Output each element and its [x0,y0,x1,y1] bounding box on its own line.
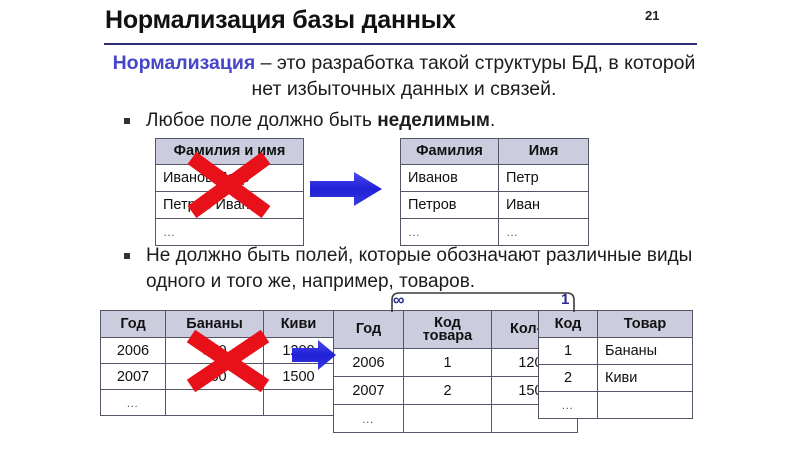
cell-firstname-ellipsis: … [498,218,589,246]
table-goods: Код Товар 1 Бананы 2 Киви … [538,310,693,419]
bullet-marker-2 [124,253,130,259]
cell-goods-code-1: 1 [538,337,598,365]
cell-sales-code-1: 1 [403,348,492,377]
table-row: Петров Иван [400,191,589,219]
relation-one-label: 1 [561,291,570,308]
cell-goods-name-1: Бананы [597,337,693,365]
cell-surname-2: Петров [400,191,499,219]
page-title: Нормализация базы данных [105,6,456,34]
column-header-year: Год [100,310,166,338]
table-wide-products: Год Бананы Киви 2006 320 1200 2007 560 1… [100,310,334,416]
cell-year-2: 2007 [100,363,166,390]
cell-year-1: 2006 [100,337,166,364]
bullet-2-text: Не должно быть полей, которые обозначают… [146,245,693,292]
cell-sales-ellipsis: … [333,404,404,433]
column-header-product-code: Код товара [403,310,492,349]
table-split-name: Фамилия Имя Иванов Петр Петров Иван … … [400,138,589,246]
cell-sales-code-2: 2 [403,376,492,405]
bullet-1-text: Любое поле должно быть неделимым. [146,108,706,134]
column-header-year: Год [333,310,404,349]
cell-goods-name-empty [597,391,693,419]
table-row: … [100,389,334,416]
table-row: … [155,218,304,246]
lead-text: – это разработка такой структуры БД, в к… [251,52,696,100]
lead-paragraph: Нормализация – это разработка такой стру… [104,50,704,102]
table-header-row: Год Бананы Киви [100,310,334,338]
relation-connector-icon [391,292,575,312]
cell-fullname-2: Петров Иван [155,191,304,219]
cell-surname-ellipsis: … [400,218,499,246]
cell-bananas-empty [165,389,264,416]
cell-goods-code-2: 2 [538,364,598,392]
cell-fullname-ellipsis: … [155,218,304,246]
table-row: … [538,391,693,419]
bullet-item-2: Не должно быть полей, которые обозначают… [146,243,706,295]
header-line-2: товара [422,327,473,344]
title-divider [104,43,697,45]
header-line-1: Код [434,314,461,331]
column-header-bananas: Бананы [165,310,264,338]
bullet-item-1: Любое поле должно быть неделимым. [146,108,706,134]
cell-sales-year-1: 2006 [333,348,404,377]
bullet-1-suffix: . [489,110,496,131]
bullet-1-prefix: Любое поле должно быть [146,110,378,131]
transform-arrow-icon [292,340,336,370]
table-header-row: Код Товар [538,310,693,338]
table-row: Петров Иван [155,191,304,219]
table-header-row: Фамилия и имя [155,138,304,165]
table-row: 1 Бананы [538,337,693,365]
cell-sales-code-empty [403,404,492,433]
column-header-firstname: Имя [498,138,589,165]
column-header-code: Код [538,310,598,338]
cell-goods-ellipsis: … [538,391,598,419]
column-header-surname: Фамилия [400,138,499,165]
table-row: 2 Киви [538,364,693,392]
cell-kiwi-empty [263,389,334,416]
bullet-marker-1 [124,118,130,124]
cell-year-ellipsis: … [100,389,166,416]
cell-sales-year-2: 2007 [333,376,404,405]
bullet-1-bold: неделимым [377,110,490,131]
invalid-cross-icon [187,152,271,218]
table-row: … [333,404,578,433]
cell-surname-1: Иванов [400,164,499,192]
column-header-kiwi: Киви [263,310,334,338]
lead-term: Нормализация [112,52,256,74]
table-header-row: Фамилия Имя [400,138,589,165]
invalid-cross-icon [186,330,270,392]
table-row: 2007 2 1500 [333,376,578,405]
column-header-product: Товар [597,310,693,338]
relation-many-label: ∞ [393,292,405,309]
column-header-fullname: Фамилия и имя [155,138,304,165]
cell-firstname-2: Иван [498,191,589,219]
cell-firstname-1: Петр [498,164,589,192]
page-number: 21 [645,8,660,23]
table-row: … … [400,218,589,246]
cell-goods-name-2: Киви [597,364,693,392]
transform-arrow-icon [310,172,382,206]
table-row: Иванов Петр [400,164,589,192]
